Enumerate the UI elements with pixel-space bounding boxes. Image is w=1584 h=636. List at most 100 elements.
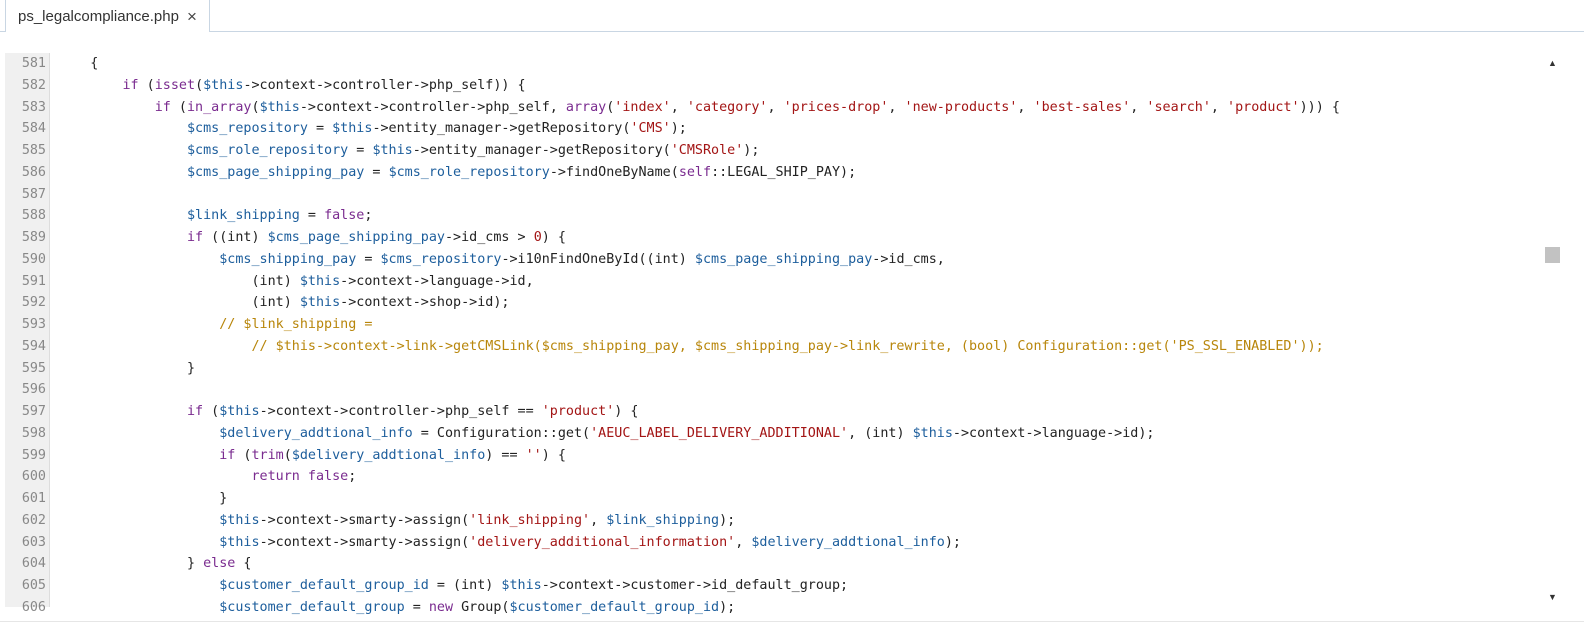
code-line[interactable]: 597 if ($this->context->controller->php_… <box>5 401 1543 423</box>
close-icon[interactable]: × <box>186 6 197 26</box>
code-line[interactable]: 586 $cms_page_shipping_pay = $cms_role_r… <box>5 162 1543 184</box>
line-code: if (isset($this->context->controller->ph… <box>58 75 526 97</box>
code-token: } <box>58 491 228 506</box>
code-token: , (int) <box>848 425 913 441</box>
code-token <box>58 230 187 245</box>
code-line[interactable]: 603 $this->context->smarty->assign('deli… <box>5 532 1543 554</box>
code-token: { <box>58 56 99 71</box>
code-token: 'AEUC_LABEL_DELIVERY_ADDITIONAL' <box>590 425 849 441</box>
code-line[interactable]: 593 // $link_shipping = <box>5 314 1543 336</box>
line-number: 587 <box>21 186 46 202</box>
code-line[interactable]: 605 $customer_default_group_id = (int) $… <box>5 575 1543 597</box>
code-token: if <box>219 447 236 463</box>
code-token: 'CMS' <box>630 121 671 137</box>
code-token: (int) <box>58 295 300 311</box>
code-line[interactable]: 590 $cms_shipping_pay = $cms_repository-… <box>5 249 1543 271</box>
vertical-scrollbar[interactable]: ▲ ▼ <box>1543 53 1562 607</box>
code-line[interactable]: 581 { <box>5 53 1543 75</box>
code-line[interactable]: 588 $link_shipping = false; <box>5 205 1543 227</box>
line-number: 582 <box>21 77 46 93</box>
line-code: (int) $this->context->language->id, <box>58 271 534 293</box>
line-number: 596 <box>21 382 46 398</box>
code-token: Group( <box>453 599 510 615</box>
line-number: 583 <box>21 99 46 115</box>
line-number: 586 <box>21 164 46 180</box>
code-token: ( <box>195 77 204 93</box>
line-code: $cms_role_repository = $this->entity_man… <box>58 140 759 162</box>
code-line[interactable]: 600 return false; <box>5 466 1543 488</box>
code-token: trim <box>251 447 284 463</box>
code-token: $link_shipping <box>606 512 720 528</box>
code-token <box>58 426 219 441</box>
line-number: 605 <box>21 578 46 593</box>
code-token: ( <box>251 99 260 115</box>
code-line[interactable]: 592 (int) $this->context->shop->id); <box>5 292 1543 314</box>
scroll-up-icon[interactable]: ▲ <box>1548 58 1557 68</box>
code-line[interactable]: 583 if (in_array($this->context->control… <box>5 97 1543 119</box>
line-code: if ((int) $cms_page_shipping_pay->id_cms… <box>58 227 566 249</box>
code-token: ->i10nFindOneById((int) <box>501 251 695 267</box>
line-code: } <box>58 488 227 510</box>
code-token: $cms_repository <box>187 121 308 137</box>
code-line[interactable]: 587 <box>5 184 1543 206</box>
code-token: , <box>888 99 905 115</box>
code-line[interactable]: 582 if (isset($this->context->controller… <box>5 75 1543 97</box>
code-token: self <box>678 164 712 180</box>
code-line[interactable]: 604 } else { <box>5 553 1543 575</box>
line-number: 593 <box>21 317 46 332</box>
scrollbar-thumb[interactable] <box>1545 247 1560 264</box>
code-token: ->context->smarty->assign( <box>259 512 470 528</box>
line-number: 598 <box>21 425 46 441</box>
line-number: 600 <box>21 469 46 485</box>
code-token: ->context->language->id, <box>340 273 534 289</box>
code-token: $this <box>219 404 260 419</box>
code-token: ; <box>348 469 357 485</box>
code-line[interactable]: 601 } <box>5 488 1543 510</box>
code-line[interactable]: 591 (int) $this->context->language->id, <box>5 271 1543 293</box>
line-code: $this->context->smarty->assign('link_shi… <box>58 510 735 532</box>
code-line[interactable]: 585 $cms_role_repository = $this->entity… <box>5 140 1543 162</box>
code-token: $this <box>259 99 300 115</box>
code-token <box>58 469 251 484</box>
code-token: ->context->language->id); <box>952 425 1155 441</box>
code-token: ->findOneByName( <box>549 164 679 180</box>
bottom-divider <box>0 621 1584 622</box>
code-token: if <box>122 77 139 93</box>
line-code: } <box>58 358 195 380</box>
code-token <box>58 535 219 550</box>
code-line[interactable]: 606 $customer_default_group = new Group(… <box>5 597 1543 619</box>
line-code: $delivery_addtional_info = Configuration… <box>58 423 1154 445</box>
code-token: array <box>565 99 607 115</box>
code-editor[interactable]: 581 {582 if (isset($this->context->contr… <box>5 53 1562 615</box>
code-token: ); <box>670 121 687 137</box>
code-line[interactable]: 594 // $this->context->link->getCMSLink(… <box>5 336 1543 358</box>
code-token: ->context->shop->id); <box>340 295 510 311</box>
code-line[interactable]: 584 $cms_repository = $this->entity_mana… <box>5 118 1543 140</box>
file-tab[interactable]: ps_legalcompliance.php × <box>5 0 210 33</box>
line-code: $link_shipping = false; <box>58 205 372 227</box>
code-token: ->context->smarty->assign( <box>259 534 470 550</box>
code-line[interactable]: 589 if ((int) $cms_page_shipping_pay->id… <box>5 227 1543 249</box>
code-token: '' <box>525 447 542 463</box>
code-lines: 581 {582 if (isset($this->context->contr… <box>5 53 1543 615</box>
code-token: , <box>767 99 784 115</box>
code-token: ); <box>719 512 736 528</box>
code-line[interactable]: 599 if (trim($delivery_addtional_info) =… <box>5 445 1543 467</box>
code-token: ) { <box>541 230 566 245</box>
code-line[interactable]: 596 <box>5 379 1543 401</box>
code-token <box>58 448 219 463</box>
code-token: 'prices-drop' <box>783 99 889 115</box>
line-code: } else { <box>58 553 252 575</box>
code-token: ( <box>170 99 187 115</box>
code-line[interactable]: 598 $delivery_addtional_info = Configura… <box>5 423 1543 445</box>
line-number-gutter <box>5 53 50 607</box>
code-token: = <box>356 251 381 267</box>
code-token: ); <box>944 534 961 550</box>
code-token: ->context->controller->php_self == <box>259 404 542 419</box>
code-token <box>58 600 219 615</box>
code-token: new <box>428 599 454 615</box>
code-token: $this <box>501 578 542 593</box>
code-line[interactable]: 602 $this->context->smarty->assign('link… <box>5 510 1543 532</box>
scroll-down-icon[interactable]: ▼ <box>1548 592 1557 602</box>
code-line[interactable]: 595 } <box>5 358 1543 380</box>
